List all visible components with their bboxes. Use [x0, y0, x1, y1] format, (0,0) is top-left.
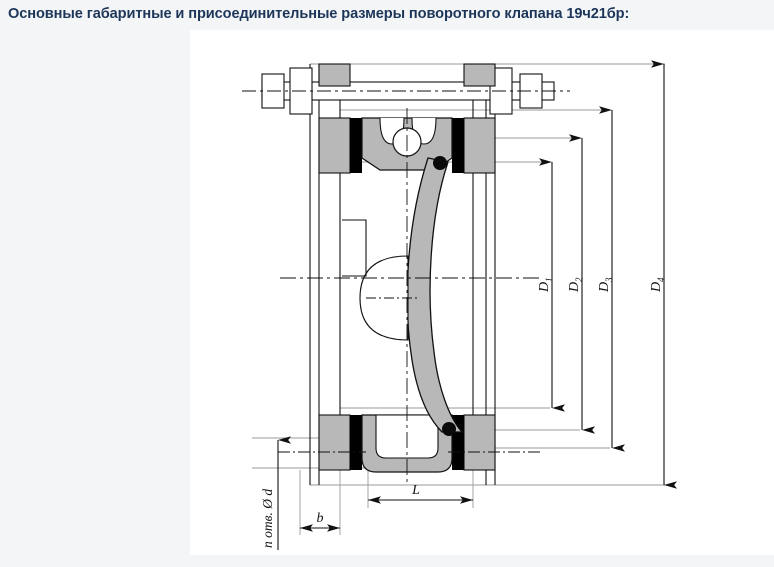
disc-pivot-bottom	[442, 422, 456, 436]
dimension-label-D4-sub: 4	[656, 277, 666, 282]
dimension-L: L	[368, 483, 473, 504]
upper-right-flange	[463, 117, 496, 174]
dimension-label-D1-sub: 1	[544, 278, 554, 283]
dimension-label-D2-text: D	[567, 282, 582, 293]
lower-left-seat-ring	[350, 415, 362, 470]
upper-flange	[318, 117, 496, 174]
dimension-b: b	[300, 511, 340, 532]
dimension-label-b-text: b	[317, 511, 324, 526]
dimension-stack-right	[539, 60, 677, 489]
dimension-label-D2: D 2	[567, 277, 584, 293]
valve-drawing-svg: D 1 D 2 D 3 D 4 L b	[190, 30, 774, 555]
dimension-label-D3: D 3	[597, 277, 614, 293]
bolt-lug-left	[318, 63, 351, 87]
lower-flange	[318, 414, 496, 473]
bolt-lug-right	[463, 63, 496, 87]
dimension-label-L-text: L	[411, 483, 420, 498]
dimension-holes: n отв. Ø d	[260, 436, 291, 550]
dimension-label-D4: D 4	[649, 277, 666, 293]
upper-right-seat-ring	[452, 118, 464, 173]
dimension-label-D3-sub: 3	[604, 277, 614, 283]
drawing-panel: D 1 D 2 D 3 D 4 L b	[190, 30, 774, 555]
upper-left-flange	[318, 117, 351, 174]
disc-pivot-top	[433, 156, 447, 170]
lower-left-flange	[318, 414, 351, 471]
bolt-assembly	[242, 63, 570, 115]
centerlines	[278, 108, 540, 485]
dimension-label-holes-text: n отв. Ø d	[260, 489, 275, 548]
dimension-label-D1: D 1	[537, 278, 554, 294]
dimension-label-D2-sub: 2	[574, 277, 584, 282]
upper-left-seat-ring	[350, 118, 362, 173]
dimension-label-D4-text: D	[649, 282, 664, 293]
inner-step-profile	[342, 219, 367, 277]
page-title: Основные габаритные и присоединительные …	[8, 6, 630, 22]
lower-right-flange	[463, 414, 496, 471]
dimension-label-D1-text: D	[537, 282, 552, 293]
dimension-label-D3-text: D	[597, 282, 612, 293]
